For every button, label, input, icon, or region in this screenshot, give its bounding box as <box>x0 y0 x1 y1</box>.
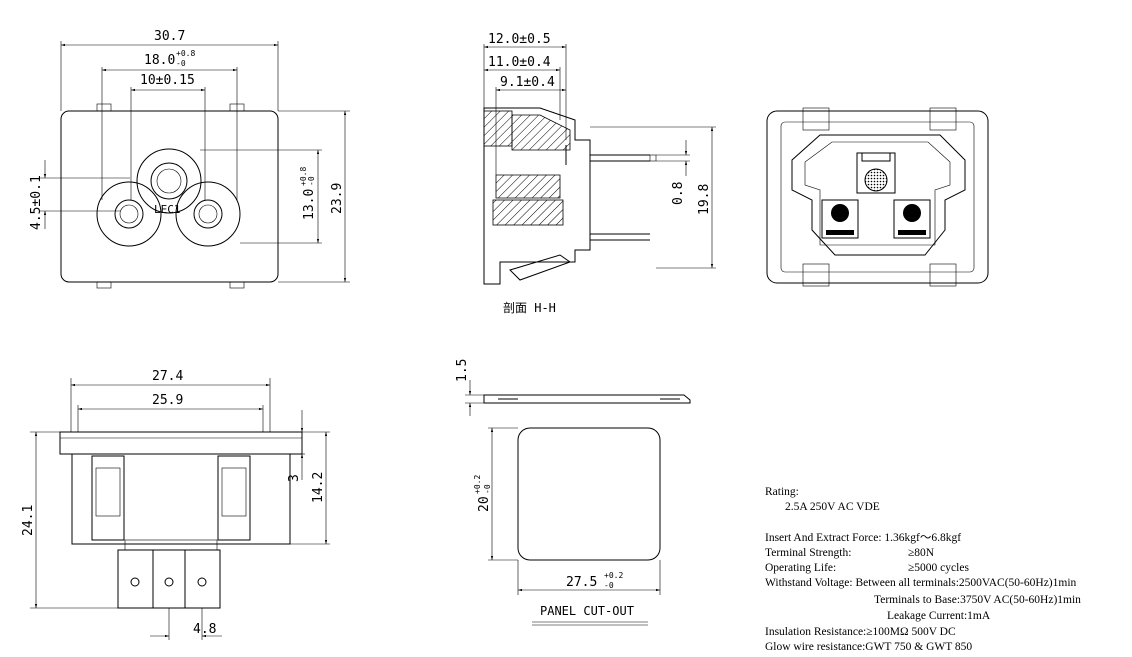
section-height-label: 19.8 <box>697 184 712 215</box>
terminal-strength-label: Terminal Strength: <box>765 547 852 559</box>
total-height-label: 24.1 <box>21 505 36 536</box>
section-dim3: 9.1±0.4 <box>500 75 555 90</box>
pin-thickness-label: 0.8 <box>671 182 686 205</box>
svg-text:-0: -0 <box>604 581 614 590</box>
offset-label: 4.5±0.1 <box>29 175 44 230</box>
glow-wire: Glow wire resistance:GWT 750 & GWT 850 <box>765 641 973 653</box>
cutout-width-label: 27.5 <box>566 575 597 590</box>
section-caption: 剖面 H-H <box>503 301 556 315</box>
svg-text:-0: -0 <box>483 484 492 494</box>
front-view-top: LEC1 30.7 18.0 +0.8 -0 10±0.15 23.9 13.0… <box>29 29 350 289</box>
section-dim1: 12.0±0.5 <box>488 32 551 47</box>
thickness-label: 1.5 <box>455 359 470 382</box>
svg-text:-0: -0 <box>176 59 186 68</box>
panel-cutout: 1.5 20 +0.2 -0 27.5 +0.2 -0 PANEL CUT-OU… <box>455 359 691 626</box>
terminal-strength-value: ≥80N <box>908 547 935 559</box>
center-span-label: 10±0.15 <box>140 73 195 88</box>
svg-text:+0.8: +0.8 <box>176 49 195 58</box>
force-spec: Insert And Extract Force: 1.36kgf～6.8kgf <box>765 532 962 544</box>
pin-span-label: 18.0 <box>144 53 175 68</box>
operating-life-label: Operating Life: <box>765 562 837 574</box>
flange-label: 3 <box>287 474 302 482</box>
socket-marking: LEC1 <box>154 203 181 216</box>
cutout-caption: PANEL CUT-OUT <box>540 604 634 618</box>
svg-text:+0.2: +0.2 <box>473 475 482 494</box>
svg-text:-0: -0 <box>307 176 316 186</box>
operating-life-value: ≥5000 cycles <box>908 562 969 574</box>
rating-label: Rating: <box>765 486 799 498</box>
body-height-label: 14.2 <box>311 472 326 503</box>
withstand-voltage: Withstand Voltage: Between all terminals… <box>765 577 1077 589</box>
section-dim2: 11.0±0.4 <box>488 55 551 70</box>
width-label: 30.7 <box>154 29 185 44</box>
front-view-bottom: 27.4 25.9 24.1 3 14.2 4.8 <box>21 369 330 640</box>
inner-height-label: 13.0 <box>302 189 317 220</box>
height-label: 23.9 <box>330 183 345 214</box>
pitch-label: 4.8 <box>193 622 216 637</box>
rating-value: 2.5A 250V AC VDE <box>785 501 880 513</box>
terminals-to-base: Terminals to Base:3750V AC(50-60Hz)1min <box>874 594 1081 606</box>
inner-width-label: 25.9 <box>152 393 183 408</box>
insulation-resistance: Insulation Resistance:≥100MΩ 500V DC <box>765 626 956 638</box>
rear-view <box>766 107 989 287</box>
outer-width-label: 27.4 <box>152 369 183 384</box>
svg-text:+0.8: +0.8 <box>299 167 308 186</box>
section-view: 12.0±0.5 11.0±0.4 9.1±0.4 0.8 19.8 剖面 H-… <box>483 32 716 315</box>
cutout-height-label: 20 <box>477 496 492 512</box>
leakage-current: Leakage Current:1mA <box>887 610 991 622</box>
svg-text:+0.2: +0.2 <box>604 571 623 580</box>
